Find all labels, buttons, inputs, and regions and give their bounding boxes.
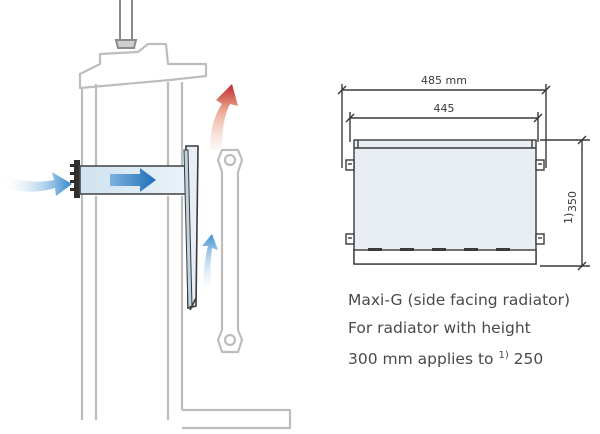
duct-flow-arrow — [110, 168, 156, 192]
radiator-knob-top — [223, 153, 237, 167]
caption-line-2-text: For radiator with height — [348, 319, 531, 337]
caption-line-3-value: 250 — [508, 350, 544, 368]
caption-line-1: Maxi-G (side facing radiator) — [348, 290, 598, 310]
incoming-air-arrow — [0, 172, 72, 196]
caption-line-3-prefix: 300 mm applies to — [348, 350, 499, 368]
caption-line-3: 300 mm applies to 1) 250 — [348, 346, 598, 369]
radiator-knob-bottom — [223, 333, 237, 347]
warm-air-arrow — [210, 84, 238, 150]
caption-line-3-note: 1) — [498, 350, 509, 361]
wall-unit-hook — [189, 297, 197, 311]
unit-base — [353, 249, 537, 265]
dim-label-height: 350 — [566, 191, 579, 212]
wall-plate — [74, 160, 80, 198]
rising-air-arrow — [202, 234, 218, 296]
building-structure — [78, 42, 292, 430]
dim-label-height-note: 1) — [562, 213, 575, 224]
floor-slab — [182, 408, 292, 430]
dim-label-height-group: 1) 350 — [562, 191, 579, 224]
roof-cap — [78, 42, 208, 90]
chimney-vents — [114, 0, 138, 49]
dim-label-overall: 485 mm — [421, 74, 467, 87]
caption-line-1-text: Maxi-G (side facing radiator) — [348, 291, 571, 309]
wall-plate-teeth — [70, 164, 75, 191]
dim-label-inner: 445 — [434, 102, 455, 115]
unit-drawing — [337, 84, 590, 271]
radiator-outline — [216, 148, 244, 354]
unit-body — [353, 139, 537, 265]
caption-line-2: For radiator with height — [348, 318, 598, 338]
